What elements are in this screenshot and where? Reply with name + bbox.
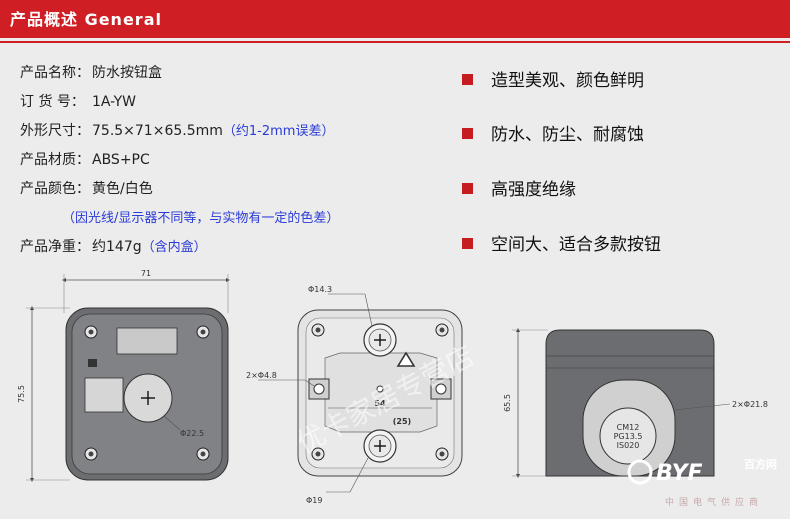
gland-label-2: PG13.5 <box>614 432 643 441</box>
dim-54-label: 54 <box>374 399 386 408</box>
spec-order-no: 订 货 号： 1A-YW <box>20 91 136 111</box>
logo-subtitle: 中国电气供应商 <box>665 496 763 508</box>
bullet-square-icon <box>462 238 473 249</box>
spec-value: ABS+PC <box>92 152 150 168</box>
feature-label: 防水、防尘、耐腐蚀 <box>491 125 644 145</box>
side-view-drawing: 65.5 CM12 PG13.5 IS020 2×Φ21.8 <box>503 328 768 478</box>
spec-label: 外形尺寸： <box>20 123 90 139</box>
spec-label: 产品名称： <box>20 65 90 81</box>
spec-weight: 产品净重：约147g（含内盒） <box>20 236 207 256</box>
dim-side-holes-label: 2×Φ4.8 <box>246 371 277 380</box>
spec-material: 产品材质：ABS+PC <box>20 149 150 169</box>
spec-value: 1A-YW <box>92 94 136 110</box>
dim-bottom-hole-label: Φ19 <box>306 496 322 505</box>
feature-item: 造型美观、颜色鲜明 <box>462 66 644 91</box>
dim-hole-label: Φ22.5 <box>180 429 204 438</box>
feature-item: 高强度绝缘 <box>462 175 576 200</box>
feature-item: 防水、防尘、耐腐蚀 <box>462 120 644 145</box>
front-view-drawing: 71 75.5 Φ22.5 <box>17 269 230 482</box>
spec-label: 产品颜色： <box>20 181 90 197</box>
spec-value: 防水按钮盒 <box>92 65 162 81</box>
spec-label: 订 货 号： <box>20 94 85 110</box>
spec-value: 约147g <box>92 239 142 255</box>
dim-25-label: (25) <box>393 417 411 426</box>
spec-value: 黄色/白色 <box>92 181 153 197</box>
dim-height-label: 75.5 <box>17 385 26 403</box>
feature-item: 空间大、适合多款按钮 <box>462 230 661 255</box>
gland-label-1: CM12 <box>617 423 640 432</box>
bullet-square-icon <box>462 128 473 139</box>
spec-note: （含内盒） <box>141 240 207 255</box>
technical-drawings: 71 75.5 Φ22.5 <box>17 269 777 508</box>
spec-note: （约1-2mm误差） <box>222 124 335 139</box>
header-title: 产品概述 General <box>10 10 162 29</box>
bullet-square-icon <box>462 183 473 194</box>
header-divider <box>0 41 790 43</box>
spec-color: 产品颜色：黄色/白色 <box>20 178 153 198</box>
spec-name: 产品名称：防水按钮盒 <box>20 62 162 82</box>
gland-label-3: IS020 <box>617 441 640 450</box>
dim-gland-label: 2×Φ21.8 <box>732 400 768 409</box>
spec-label: 产品净重： <box>20 239 90 255</box>
bullet-square-icon <box>462 74 473 85</box>
dim-top-hole-label: Φ14.3 <box>308 285 332 294</box>
spec-size: 外形尺寸：75.5×71×65.5mm（约1-2mm误差） <box>20 120 334 140</box>
logo-site: 百方网 <box>744 457 777 471</box>
dim-depth-label: 65.5 <box>503 394 512 412</box>
header-bar: 产品概述 General <box>0 0 790 38</box>
logo-brand: BYF <box>656 461 703 486</box>
top-view-drawing: 54 (25) Φ14.3 2×Φ4.8 Φ19 <box>246 285 463 505</box>
feature-label: 空间大、适合多款按钮 <box>491 235 661 255</box>
color-disclaimer: （因光线/显示器不同等，与实物有一定的色差） <box>62 211 340 226</box>
feature-label: 高强度绝缘 <box>491 180 576 200</box>
byf-logo: BYF 百方网 中国电气供应商 <box>627 457 777 508</box>
feature-label: 造型美观、颜色鲜明 <box>491 71 644 91</box>
spec-label: 产品材质： <box>20 152 90 168</box>
dim-width-label: 71 <box>141 269 151 278</box>
spec-value: 75.5×71×65.5mm <box>92 123 223 139</box>
